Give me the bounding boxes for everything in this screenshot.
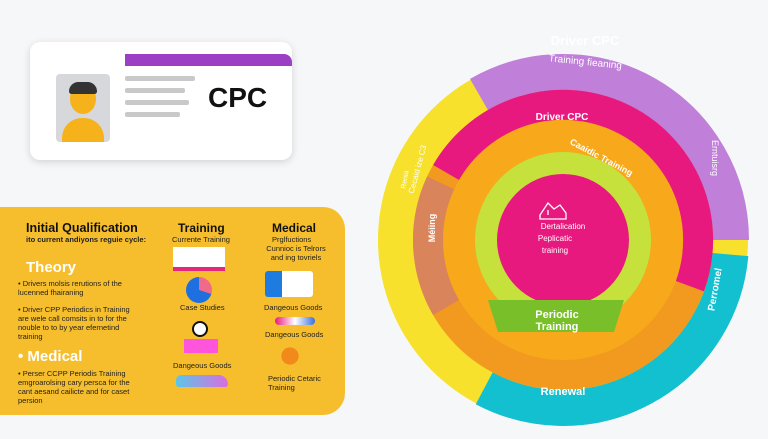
tab-label: Periodic — [535, 309, 578, 321]
center-text: Dertalication — [541, 222, 585, 231]
pie-chart-icon — [186, 277, 212, 303]
card-line — [125, 88, 185, 93]
ring-arc-salmon — [413, 176, 460, 315]
sneaker-icon — [176, 375, 228, 387]
ring-top-label: Driver CPC — [536, 112, 589, 123]
cpc-card: CPC — [30, 42, 292, 160]
syringe-icon — [275, 317, 315, 325]
avatar — [56, 74, 110, 142]
medical-col-item: Dangeous Goods — [265, 330, 324, 339]
badge-icon — [272, 345, 308, 367]
card-header-bar — [125, 54, 292, 66]
person-icon — [192, 321, 208, 337]
truck-icon — [265, 271, 313, 297]
center-text: training — [542, 246, 568, 255]
tab-label: Training — [536, 321, 579, 333]
outer-top-label: Driver CPC — [551, 33, 620, 48]
theory-title: Theory — [26, 259, 77, 276]
medical-col-title: Medical — [272, 221, 317, 235]
training-item: Dangeous Goods — [173, 361, 232, 370]
ring-left-label: Méiing — [427, 214, 437, 243]
medical-title: • Medical — [18, 348, 83, 365]
medical-col-note: Cunnioc is Telrors and ing tovriels — [266, 244, 326, 262]
ring-arc-pink — [433, 89, 714, 292]
center-text: Peplicatic — [538, 234, 572, 243]
training-title: Training — [178, 221, 225, 235]
devices-icon — [184, 339, 218, 353]
medical-bullet: • Perser CCPP Periodis Training emgroaro… — [18, 369, 130, 405]
medical-col-subtitle: Prglfuctions — [272, 235, 312, 244]
renewal-label: Renewal — [541, 386, 586, 398]
card-label: CPC — [208, 82, 268, 113]
theory-bullet: • Driver CPP Periodics in Training are w… — [18, 305, 130, 341]
periodic-training-tab — [488, 300, 624, 332]
center-circle — [497, 174, 629, 306]
training-subtitle: Currente Training — [172, 235, 230, 244]
card-line — [125, 100, 189, 105]
outer-arc-cyan — [475, 252, 749, 426]
document-icon — [539, 201, 567, 220]
outer-arc-purple — [470, 54, 749, 241]
medical-col-item: Periodic Cetaric Training — [268, 374, 321, 392]
initial-title: Initial Qualification — [26, 221, 138, 235]
ring-left-label: Renia — [400, 170, 410, 189]
theory-bullet: • Drivers molsis rerutions of the lucenn… — [18, 279, 122, 297]
initial-subtitle: ito current andiyons reguie cycle: — [26, 235, 147, 244]
card-line — [125, 112, 180, 117]
classroom-icon — [173, 247, 225, 271]
card-line — [125, 76, 195, 81]
training-item: Case Studies — [180, 303, 225, 312]
outer-right-label: Erntuisrg — [710, 140, 720, 176]
info-panel: Initial Qualification ito current andiyo… — [0, 207, 345, 415]
medical-col-item: Dangeous Goods — [264, 303, 323, 312]
